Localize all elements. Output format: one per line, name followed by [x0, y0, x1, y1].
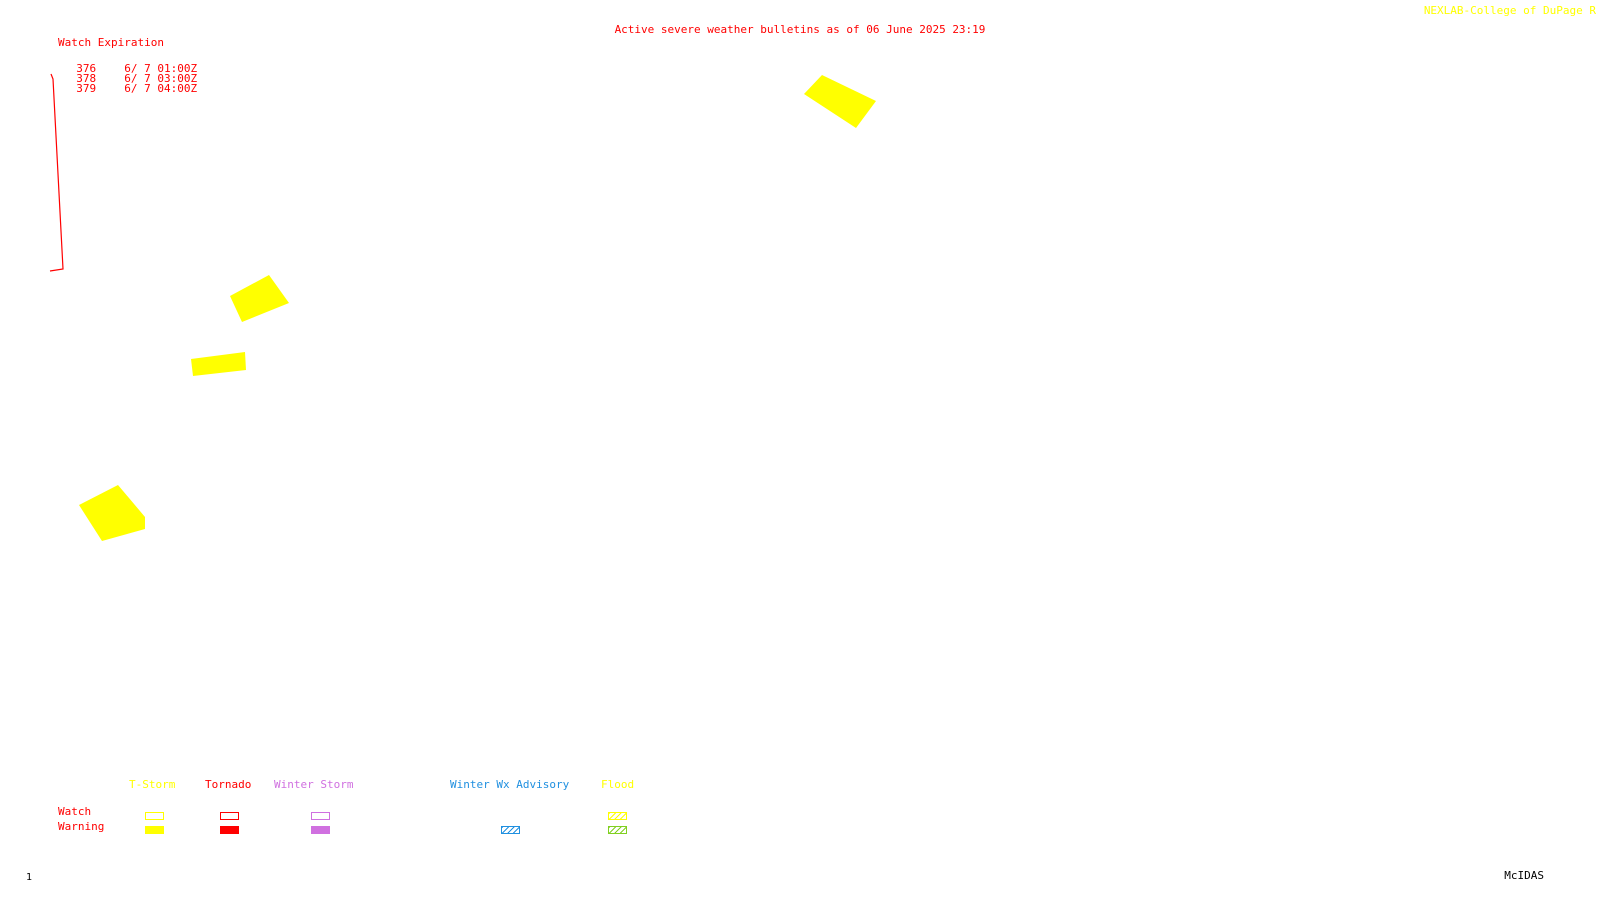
- tstorm-warning-polygon: [804, 75, 876, 128]
- watch-number: 376: [76, 62, 97, 75]
- legend-winter-advisory-swatch: [501, 826, 520, 834]
- credit-text: NEXLAB-College of DuPage R: [1423, 4, 1596, 17]
- watch-row: 376 6/ 7 01:00Z: [63, 54, 197, 74]
- legend-tstorm-warning-swatch: [145, 826, 164, 834]
- watch-expires: 6/ 7 04:00Z: [124, 82, 198, 95]
- watch-expires: 6/ 7 03:00Z: [124, 72, 198, 85]
- legend-winter-storm-warning-swatch: [311, 826, 330, 834]
- legend-watch-label: Watch: [58, 805, 92, 818]
- legend-winter-advisory-label: Winter Wx Advisory: [450, 778, 570, 791]
- legend-flood-label: Flood: [601, 778, 635, 791]
- legend-tornado-label: Tornado: [205, 778, 252, 791]
- watch-row: 379 6/ 7 04:00Z: [63, 74, 197, 94]
- legend-flood-warning-swatch: [608, 826, 627, 834]
- watch-number: 379: [76, 82, 97, 95]
- software-label: McIDAS: [1504, 869, 1544, 882]
- legend-flood-watch-swatch: [608, 812, 627, 820]
- legend-winter-storm-label: Winter Storm: [274, 778, 354, 791]
- tstorm-warning-polygon: [230, 275, 289, 322]
- legend-warning-label: Warning: [58, 820, 105, 833]
- frame-number: 1: [26, 872, 33, 883]
- tstorm-warning-polygon: [191, 352, 246, 376]
- watch-outline-379: [49, 73, 64, 272]
- watch-number: 378: [76, 72, 97, 85]
- watch-row: 378 6/ 7 03:00Z: [63, 64, 197, 84]
- watch-expires: 6/ 7 01:00Z: [124, 62, 198, 75]
- legend-winter-storm-watch-swatch: [311, 812, 330, 820]
- legend-tstorm-watch-swatch: [145, 812, 164, 820]
- tstorm-warning-polygon: [79, 485, 145, 541]
- legend-tornado-watch-swatch: [220, 812, 239, 820]
- watch-expiration-title: Watch Expiration: [58, 36, 164, 49]
- bulletin-title: Active severe weather bulletins as of 06…: [614, 23, 986, 36]
- legend-tornado-warning-swatch: [220, 826, 239, 834]
- legend-tstorm-label: T-Storm: [129, 778, 176, 791]
